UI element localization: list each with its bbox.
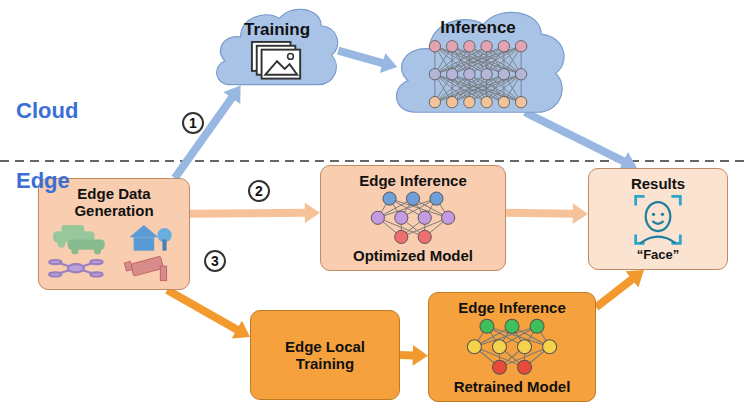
callout-number: 3 bbox=[204, 250, 226, 272]
node-illustration bbox=[437, 316, 587, 378]
process-box: Edge InferenceRetrained Model bbox=[428, 292, 596, 402]
node-illustration bbox=[47, 220, 181, 284]
node-illustration bbox=[597, 192, 719, 248]
cloud-edge-divider bbox=[0, 160, 747, 162]
callout-number: 2 bbox=[248, 180, 270, 202]
flow-arrow bbox=[525, 112, 637, 170]
node-title: Training bbox=[244, 20, 310, 40]
node-illustration bbox=[226, 40, 328, 82]
flow-arrow bbox=[400, 345, 428, 366]
node-subtitle: “Face” bbox=[637, 248, 680, 263]
process-box: Edge Data Generation bbox=[38, 178, 190, 290]
node-title: Edge Inference bbox=[359, 172, 467, 189]
callout-number: 1 bbox=[182, 112, 204, 134]
node-title: Results bbox=[631, 175, 685, 192]
flow-arrow bbox=[175, 86, 241, 178]
node-title: Edge Inference bbox=[458, 299, 566, 316]
flow-arrow bbox=[190, 202, 320, 223]
cloud-node: Training bbox=[212, 0, 342, 92]
flow-arrow bbox=[338, 51, 397, 73]
node-title: Edge Local Training bbox=[259, 338, 391, 373]
node-illustration bbox=[408, 38, 548, 110]
flow-arrow bbox=[167, 290, 250, 339]
node-title: Inference bbox=[440, 18, 516, 38]
node-subtitle: Retrained Model bbox=[454, 378, 571, 395]
node-subtitle: Optimized Model bbox=[353, 247, 473, 264]
region-label: Edge bbox=[16, 168, 70, 194]
node-illustration bbox=[329, 189, 497, 247]
cloud-node: Inference bbox=[390, 0, 570, 122]
process-box: Results “Face” bbox=[588, 168, 728, 270]
flow-arrow bbox=[596, 270, 644, 307]
region-label: Cloud bbox=[16, 98, 78, 124]
flow-arrow bbox=[506, 203, 588, 224]
process-box: Edge InferenceOptimized Model bbox=[320, 165, 506, 271]
process-box: Edge Local Training bbox=[250, 310, 400, 400]
